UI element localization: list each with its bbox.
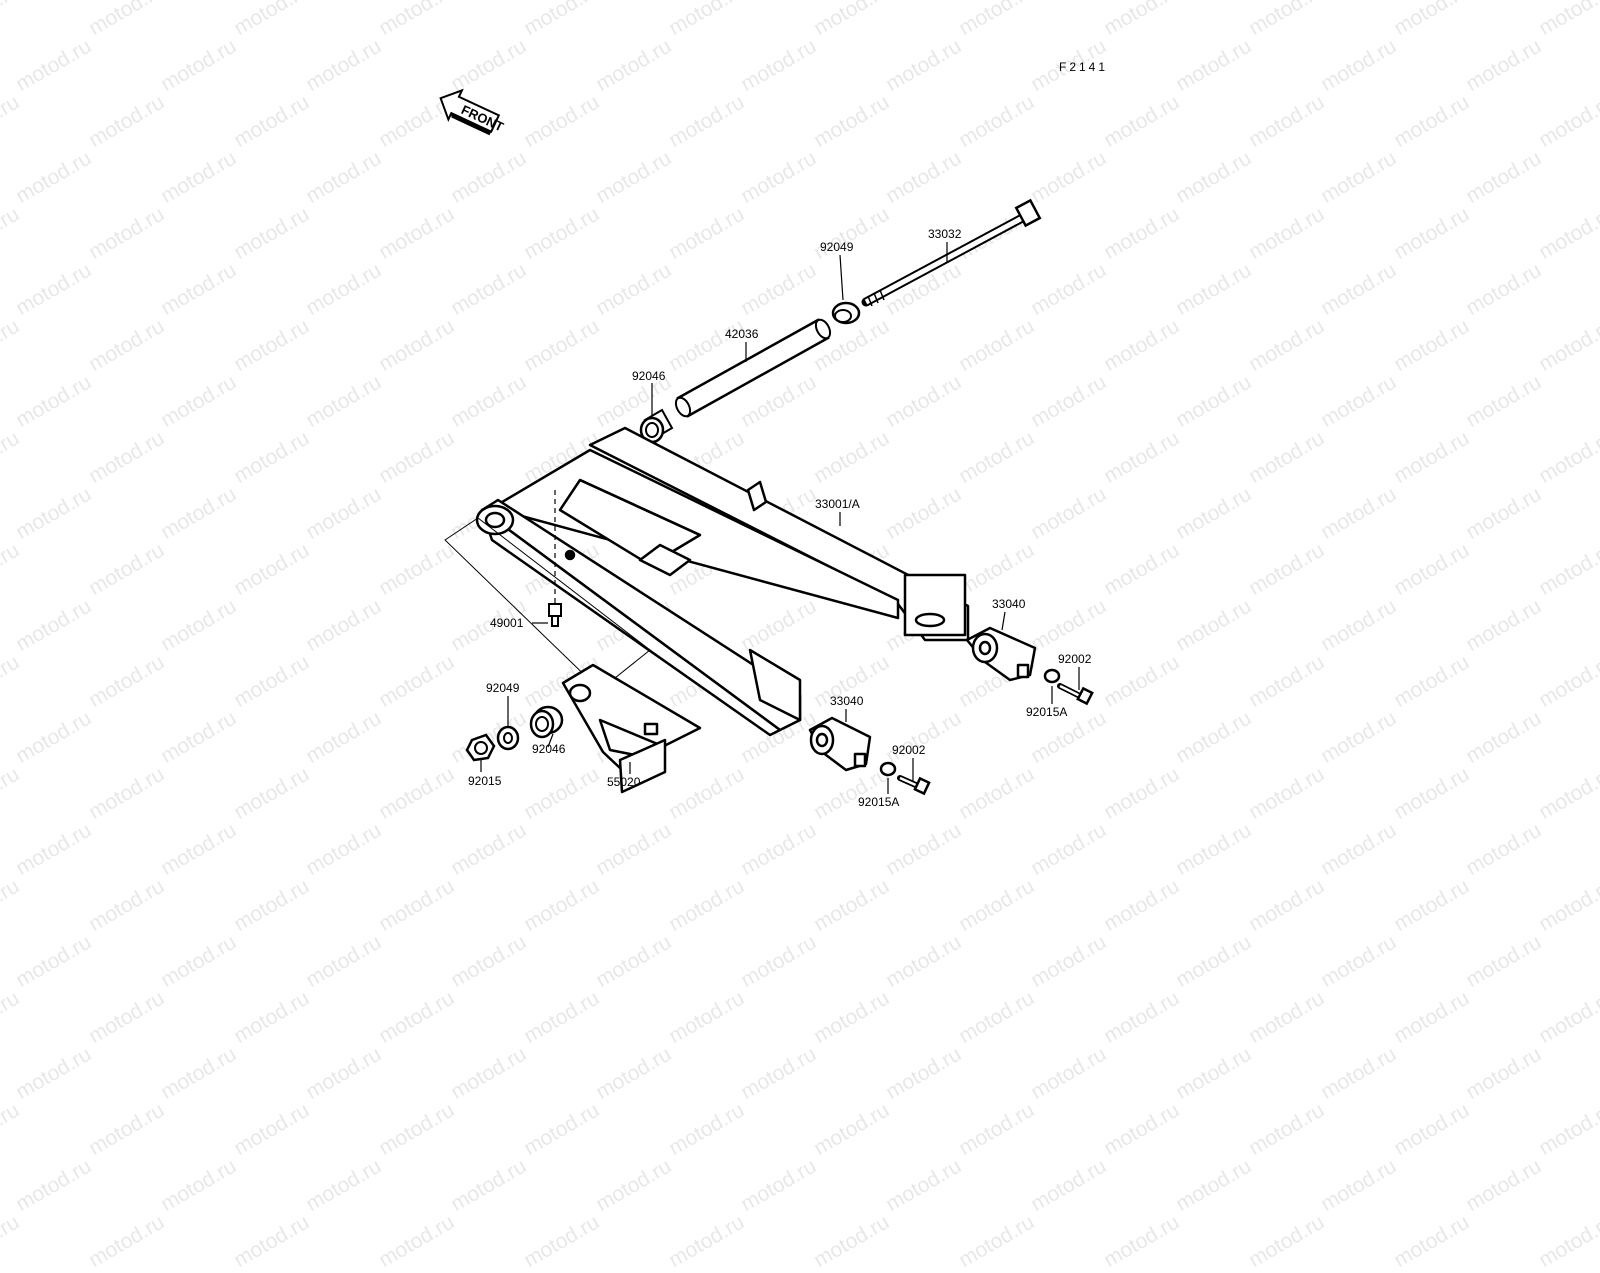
pivot-shaft [861, 198, 1042, 307]
chain-guide [561, 663, 702, 794]
collar-left [496, 725, 520, 751]
watermark-text: motod.ru [810, 1210, 894, 1272]
label-49001: 49001 [490, 616, 524, 630]
watermark-text: motod.ru [1535, 1210, 1600, 1272]
label-42036: 42036 [725, 327, 759, 341]
label-33040-right: 33040 [992, 597, 1026, 611]
label-92002-right: 92002 [1058, 652, 1092, 666]
label-92046-left: 92046 [532, 742, 566, 756]
label-92002-mid: 92002 [892, 743, 926, 757]
nut-left [465, 733, 496, 762]
nut-right [1043, 668, 1061, 684]
part-number-labels: 33032 92049 42036 92046 33001/A 49001 33… [468, 227, 1092, 809]
collar-upper [831, 301, 861, 325]
watermark-text: motod.ru [85, 1210, 169, 1272]
watermark-text: motod.ru [955, 1210, 1039, 1272]
chain-adjuster-mid [808, 716, 872, 772]
label-92049-upper: 92049 [820, 240, 854, 254]
label-33001a: 33001/A [815, 497, 860, 511]
shading-plane [444, 517, 651, 691]
swingarm-exploded-view: F2141 FRONT [439, 60, 1108, 809]
swingarm [475, 426, 970, 737]
label-33040-mid: 33040 [830, 694, 864, 708]
label-92015-left: 92015 [468, 774, 502, 788]
label-92046-upper: 92046 [632, 369, 666, 383]
watermark-text: motod.ru [230, 1210, 314, 1272]
label-92015a-mid: 92015A [858, 795, 899, 809]
pivot-sleeve [674, 318, 832, 418]
watermark-text: motod.ru [375, 1210, 459, 1272]
figure-code: F2141 [1059, 60, 1108, 74]
bolt-right [1057, 683, 1094, 706]
needle-bearing-left [529, 705, 564, 739]
leader-lines [480, 242, 1080, 794]
label-33032: 33032 [928, 227, 962, 241]
grease-nipple [548, 490, 562, 627]
chain-adjuster-right [965, 626, 1037, 682]
bolt-mid [897, 775, 931, 796]
watermark-text: motod.ru [1390, 1210, 1474, 1272]
needle-bearing-upper [639, 408, 674, 444]
watermark-text: motod.ru [520, 1210, 604, 1272]
watermark-text: motod.ru [665, 1210, 749, 1272]
watermark-text: motod.ru [1100, 1210, 1184, 1272]
nut-mid [879, 761, 897, 777]
watermark-text: motod.ru [0, 1210, 24, 1272]
front-direction-arrow: FRONT [439, 88, 506, 136]
label-92049-left: 92049 [486, 681, 520, 695]
label-92015a-right: 92015A [1026, 705, 1067, 719]
label-55020: 55020 [607, 775, 641, 789]
watermark-text: motod.ru [1245, 1210, 1329, 1272]
